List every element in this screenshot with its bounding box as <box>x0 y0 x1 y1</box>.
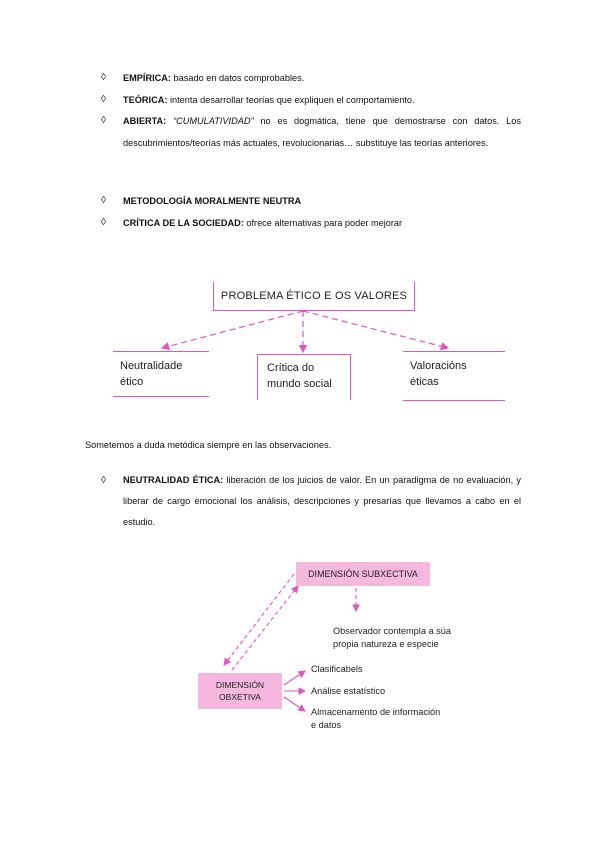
bullet-title: METODOLOGÍA MORALMENTE NEUTRA <box>123 196 302 206</box>
bullet-body: intenta desarrollar teorías que explique… <box>167 95 415 105</box>
bullet-text: METODOLOGÍA MORALMENTE NEUTRA <box>123 190 521 212</box>
diagram1-left-box: Neutralidade ético <box>113 351 209 397</box>
text-line: Almacenamento de información <box>311 707 441 717</box>
bullet-text: ABIERTA: “CUMULATIVIDAD” no es dogmática… <box>123 110 521 154</box>
bullet-body: ofrece alternativas para poder mejorar <box>243 218 403 228</box>
arrow-obj-to-subj <box>231 585 299 671</box>
bullet-text: TEÓRICA: intenta desarrollar teorías que… <box>123 89 521 111</box>
bullet-body: no es dogmática, tiene que demostrarse c… <box>123 116 521 148</box>
bullet-text: CRÍTICA DE LA SOCIEDAD: ofrece alternati… <box>123 212 521 234</box>
box-line: Neutralidade <box>120 360 183 372</box>
text-line: propia natureza e especie <box>333 639 439 649</box>
bullet-italic: “CUMULATIVIDAD” <box>166 116 254 126</box>
dimension-obxetiva-box: DIMENSIÓN OBXETIVA <box>198 673 282 709</box>
box-line: éticas <box>410 376 439 388</box>
diamond-bullet-icon: ◊ <box>101 72 106 83</box>
text-line: Observador contempla a súa <box>333 626 451 636</box>
diamond-bullet-icon: ◊ <box>101 217 106 228</box>
item-analise: Análise estatístico <box>311 686 386 696</box>
bullet-title: NEUTRALIDAD ÉTICA: <box>123 475 224 485</box>
arrow-to-almacenamento <box>283 696 306 712</box>
bullet-body: liberación de los juicios de valor. En u… <box>123 475 521 527</box>
item-almacenamento: Almacenamento de información e datos <box>311 706 440 732</box>
diamond-bullet-icon: ◊ <box>101 195 106 206</box>
diagram1-top-box: PROBLEMA ÉTICO E OS VALORES <box>213 282 415 311</box>
bullet-title: TEÓRICA: <box>123 95 168 105</box>
arrow-to-neutralidade <box>160 310 304 351</box>
item-clasificabels: Clasificabels <box>311 664 363 674</box>
arrow-to-valoracions <box>302 310 450 351</box>
diagram1-connectors <box>160 310 450 354</box>
dimension-subxectiva-box: DIMENSIÓN SUBXECTIVA <box>296 562 430 586</box>
diamond-bullet-icon: ◊ <box>101 475 106 486</box>
diamond-bullet-icon: ◊ <box>101 115 106 126</box>
paragraph: Sometemos a duda metódica siempre en las… <box>85 440 332 450</box>
box-line: ético <box>120 376 144 388</box>
box-line: OBXETIVA <box>219 692 261 702</box>
bullet-title: ABIERTA: <box>123 116 167 126</box>
box-line: Valoracións <box>410 360 467 372</box>
diagram2-connectors <box>223 573 360 671</box>
diagram2-branch-arrows <box>283 670 307 712</box>
diagram1-right-box: Valoracións éticas <box>403 351 505 401</box>
bullet-title: CRÍTICA DE LA SOCIEDAD: <box>123 218 244 228</box>
observer-text: Observador contempla a súa propia nature… <box>333 625 451 651</box>
text-line: e datos <box>311 720 342 730</box>
arrow-to-clasificabels <box>283 670 306 686</box>
box-line: DIMENSIÓN <box>215 680 265 690</box>
diagram1-middle-box: Crítica do mundo social <box>257 354 351 400</box>
bullet-title: EMPÍRICA: <box>123 73 171 83</box>
box-line: Crítica do <box>267 362 315 374</box>
bullet-text: EMPÍRICA: basado en datos comprobables. <box>123 67 521 89</box>
bullet-body: basado en datos comprobables. <box>170 73 305 83</box>
diamond-bullet-icon: ◊ <box>101 94 106 105</box>
arrow-subj-to-obj <box>223 573 295 666</box>
bullet-text: NEUTRALIDAD ÉTICA: liberación de los jui… <box>123 470 521 533</box>
box-line: mundo social <box>267 378 332 390</box>
